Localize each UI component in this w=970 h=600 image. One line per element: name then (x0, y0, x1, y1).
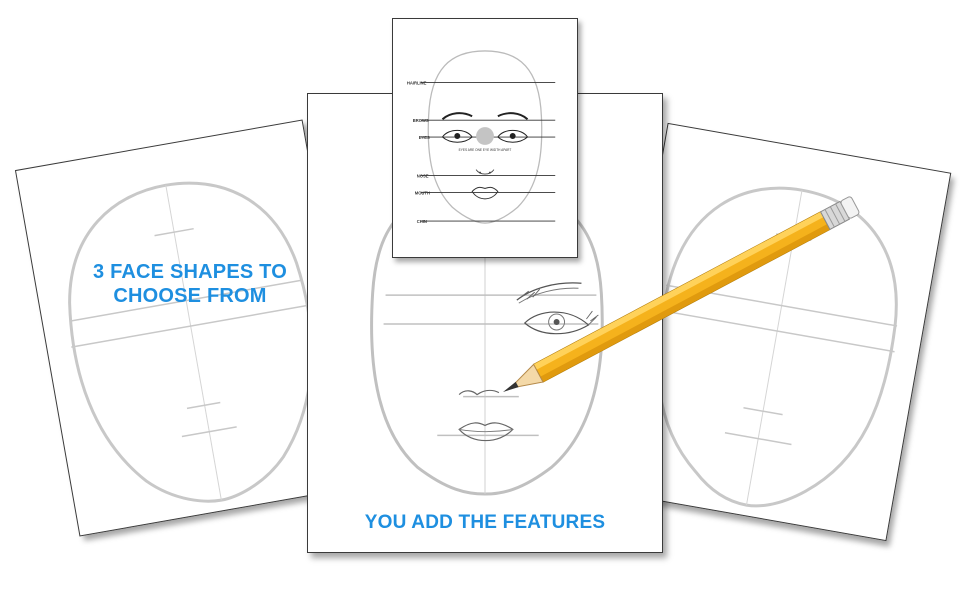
guide-sheet: HAIRLINE BROWS EYES NOSE MOUTH CHIN EYES… (392, 18, 578, 258)
left-face-outline (68, 181, 314, 503)
label-hairline: HAIRLINE (407, 81, 427, 86)
label-nose: NOSE (417, 174, 429, 179)
left-caption: 3 FACE SHAPES TO CHOOSE FROM (93, 261, 287, 307)
label-chin: CHIN (417, 219, 427, 224)
eye-spacing-note: EYES ARE ONE EYE WIDTH APART (459, 148, 512, 152)
label-mouth: MOUTH (415, 190, 430, 195)
guide-face-drawing: HAIRLINE BROWS EYES NOSE MOUTH CHIN EYES… (407, 50, 556, 224)
label-brows: BROWS (413, 118, 429, 123)
left-face-sheet (14, 119, 368, 537)
label-eyes: EYES (419, 135, 430, 140)
center-caption: YOU ADD THE FEATURES (364, 512, 606, 533)
